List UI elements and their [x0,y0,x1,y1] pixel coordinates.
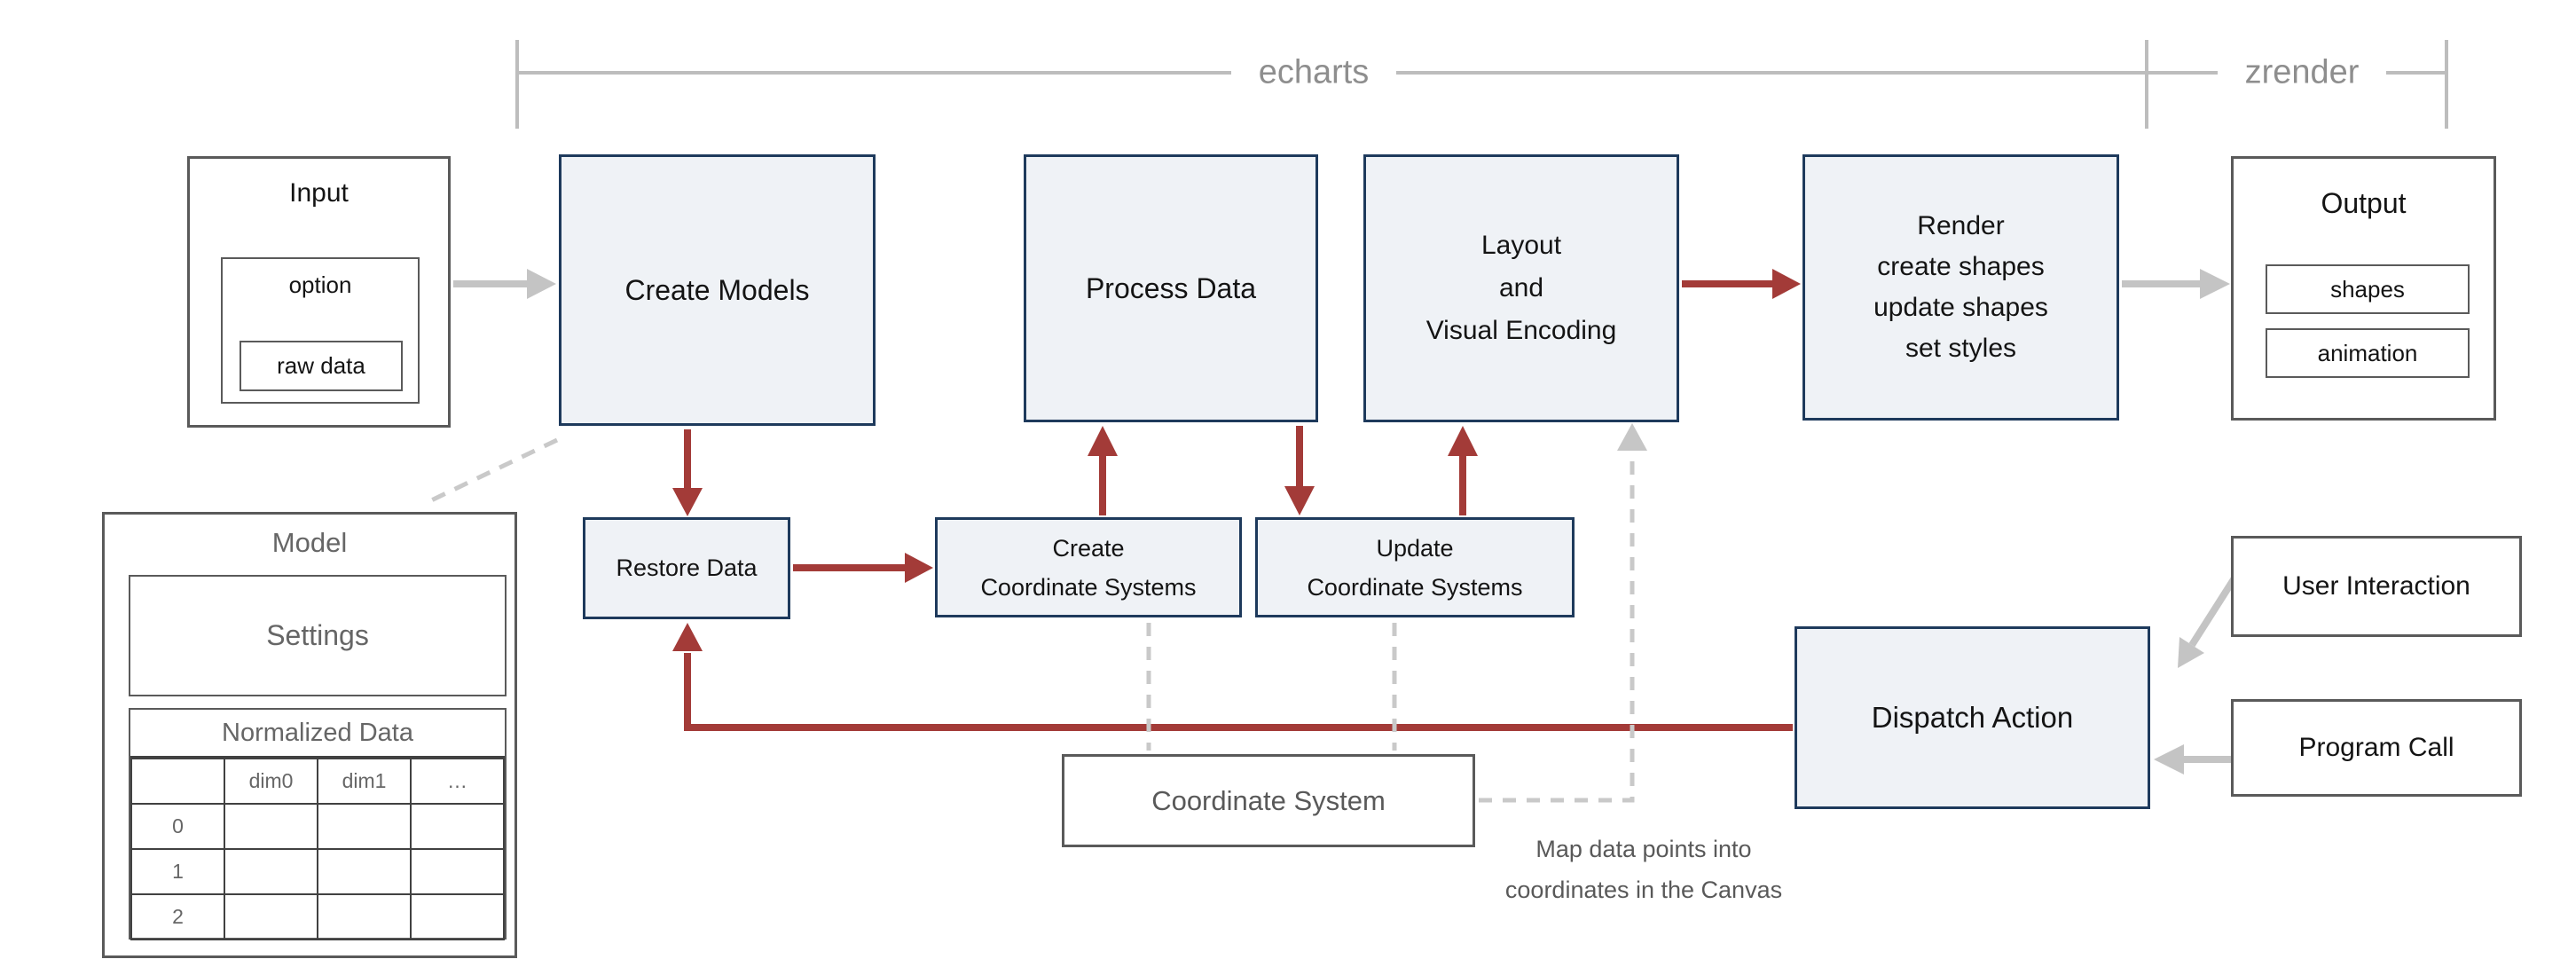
arrow-program-call-to-dispatch [2154,744,2234,774]
animation-label: animation [2317,339,2418,366]
table-cell [317,803,412,850]
coordinate-system-label: Coordinate System [1151,784,1386,816]
zrender-bracket-label: zrender [2244,53,2360,91]
normalized-data-table: dim0 dim1 … 0 1 2 [130,758,505,940]
table-row: 0 [130,803,505,850]
table-cell [410,848,505,895]
create-coordinate-systems-box: Create Coordinate Systems [935,517,1242,617]
table-cell-ellipsis: … [410,758,505,805]
create-cs-line-1: Create [1052,534,1125,562]
render-line-update-shapes: update shapes [1873,293,2048,322]
program-call-box: Program Call [2231,699,2522,797]
render-title: Render [1917,211,2005,240]
arrow-user-interaction-to-dispatch [2178,574,2239,668]
create-models-box: Create Models [559,154,876,426]
input-box: Input option raw data [187,156,451,428]
arrow-input-to-create-models [453,269,556,299]
create-cs-line-2: Coordinate Systems [980,573,1197,601]
shapes-label: shapes [2330,275,2405,303]
render-box: Render create shapes update shapes set s… [1802,154,2119,421]
settings-box: Settings [129,575,507,696]
animation-box: animation [2266,328,2470,378]
table-row-label: 2 [130,893,225,940]
layout-line-3: Visual Encoding [1425,316,1617,345]
table-row: 2 [130,893,505,940]
dashed-create-models-to-model [426,437,559,505]
arrow-update-cs-to-layout [1448,426,1478,515]
map-data-note-line-1: Map data points into [1535,836,1752,862]
layout-visual-encoding-box: Layout and Visual Encoding [1363,154,1679,422]
normalized-data-title: Normalized Data [130,710,505,758]
program-call-label: Program Call [2298,733,2454,762]
dispatch-action-label: Dispatch Action [1871,701,2074,734]
table-cell [224,803,318,850]
update-coordinate-systems-box: Update Coordinate Systems [1255,517,1575,617]
option-label: option [288,271,352,298]
table-row-label: 0 [130,803,225,850]
update-cs-line-1: Update [1376,534,1454,562]
table-row: 1 [130,848,505,895]
table-cell-corner [130,758,225,805]
table-cell [224,893,318,940]
user-interaction-box: User Interaction [2231,536,2522,637]
table-cell [410,803,505,850]
layout-line-2: and [1498,273,1544,303]
render-line-create-shapes: create shapes [1877,252,2045,281]
arrow-layout-to-render [1682,269,1801,299]
normalized-data-box: Normalized Data dim0 dim1 … 0 1 [129,708,507,940]
table-cell [224,848,318,895]
arrow-process-data-to-update-cs [1284,426,1315,515]
dispatch-action-box: Dispatch Action [1795,626,2150,809]
table-header-row: dim0 dim1 … [130,758,505,805]
table-cell [317,893,412,940]
layout-line-1: Layout [1480,231,1562,260]
raw-data-box: raw data [240,341,403,391]
user-interaction-label: User Interaction [2282,571,2470,601]
arrow-create-cs-to-process-data [1088,426,1118,515]
option-box: option raw data [221,257,420,404]
input-title: Input [289,178,349,208]
arrow-render-to-output [2122,269,2230,299]
create-models-label: Create Models [624,273,810,306]
table-cell [317,848,412,895]
arrow-create-models-to-restore-data [672,429,703,516]
table-cell-dim0: dim0 [224,758,318,805]
process-data-label: Process Data [1085,271,1257,304]
map-data-note-line-2: coordinates in the Canvas [1504,877,1783,903]
process-data-box: Process Data [1024,154,1318,422]
echarts-zrender-bracket [515,40,2448,129]
settings-label: Settings [266,619,369,651]
model-box: Model Settings Normalized Data dim0 dim1… [102,512,517,958]
table-row-label: 1 [130,848,225,895]
update-cs-line-2: Coordinate Systems [1307,573,1523,601]
raw-data-label: raw data [277,352,365,379]
model-title: Model [271,527,348,558]
restore-data-label: Restore Data [616,554,758,581]
echarts-bracket-label: echarts [1258,53,1370,91]
output-title: Output [2321,187,2407,219]
coordinate-system-box: Coordinate System [1062,754,1475,847]
arrow-dispatch-action-to-restore-data [672,623,1793,731]
render-line-set-styles: set styles [1905,334,2017,363]
shapes-box: shapes [2266,264,2470,314]
dashed-coordinate-system-to-layout [1479,423,1647,803]
map-data-note: Map data points into coordinates in the … [1435,829,1852,910]
arrow-restore-data-to-create-cs [793,553,933,583]
output-box: Output shapes animation [2231,156,2496,421]
table-cell-dim1: dim1 [317,758,412,805]
table-cell [410,893,505,940]
restore-data-box: Restore Data [583,517,790,619]
